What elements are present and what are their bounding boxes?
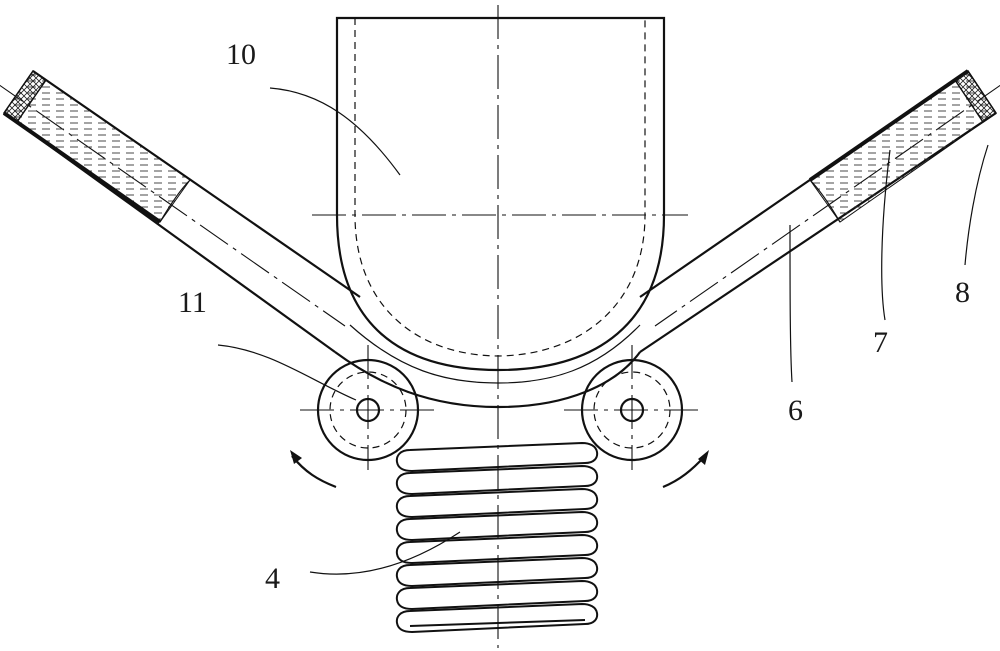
left-roller xyxy=(300,345,436,470)
left-rotation-arrow xyxy=(290,450,336,487)
label-end-cap: 8 xyxy=(955,276,970,309)
bent-sheet xyxy=(335,325,640,407)
punch-block xyxy=(312,18,688,370)
leader-line-8 xyxy=(965,145,988,265)
label-punch: 10 xyxy=(226,38,256,71)
right-roller xyxy=(564,345,700,470)
label-roller: 11 xyxy=(178,286,207,319)
label-wrap: 7 xyxy=(873,326,888,359)
leader-line-6 xyxy=(790,225,792,382)
right-arm xyxy=(640,71,1000,352)
label-spring: 4 xyxy=(265,562,280,595)
spring-coil xyxy=(397,443,597,632)
label-sheet: 6 xyxy=(788,394,803,427)
right-rotation-arrow xyxy=(663,450,709,487)
leader-line-10 xyxy=(270,88,400,175)
